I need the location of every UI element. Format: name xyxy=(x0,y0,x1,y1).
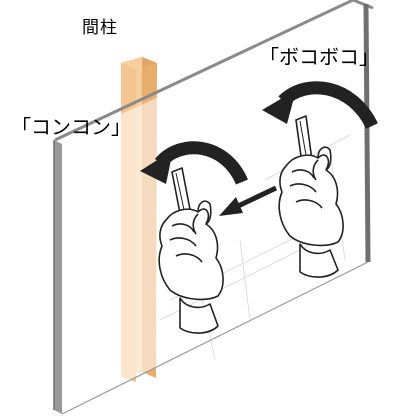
right-hand xyxy=(278,115,344,278)
hollow-sound-label: 「ボコボコ」 xyxy=(259,45,379,69)
move-arrow xyxy=(219,185,278,216)
left-curved-arrow xyxy=(140,141,248,185)
right-curved-arrow xyxy=(262,81,378,130)
solid-sound-label: 「コンコン」 xyxy=(11,115,131,139)
left-hand xyxy=(158,167,224,334)
pillar-label: 間柱 xyxy=(82,18,118,38)
